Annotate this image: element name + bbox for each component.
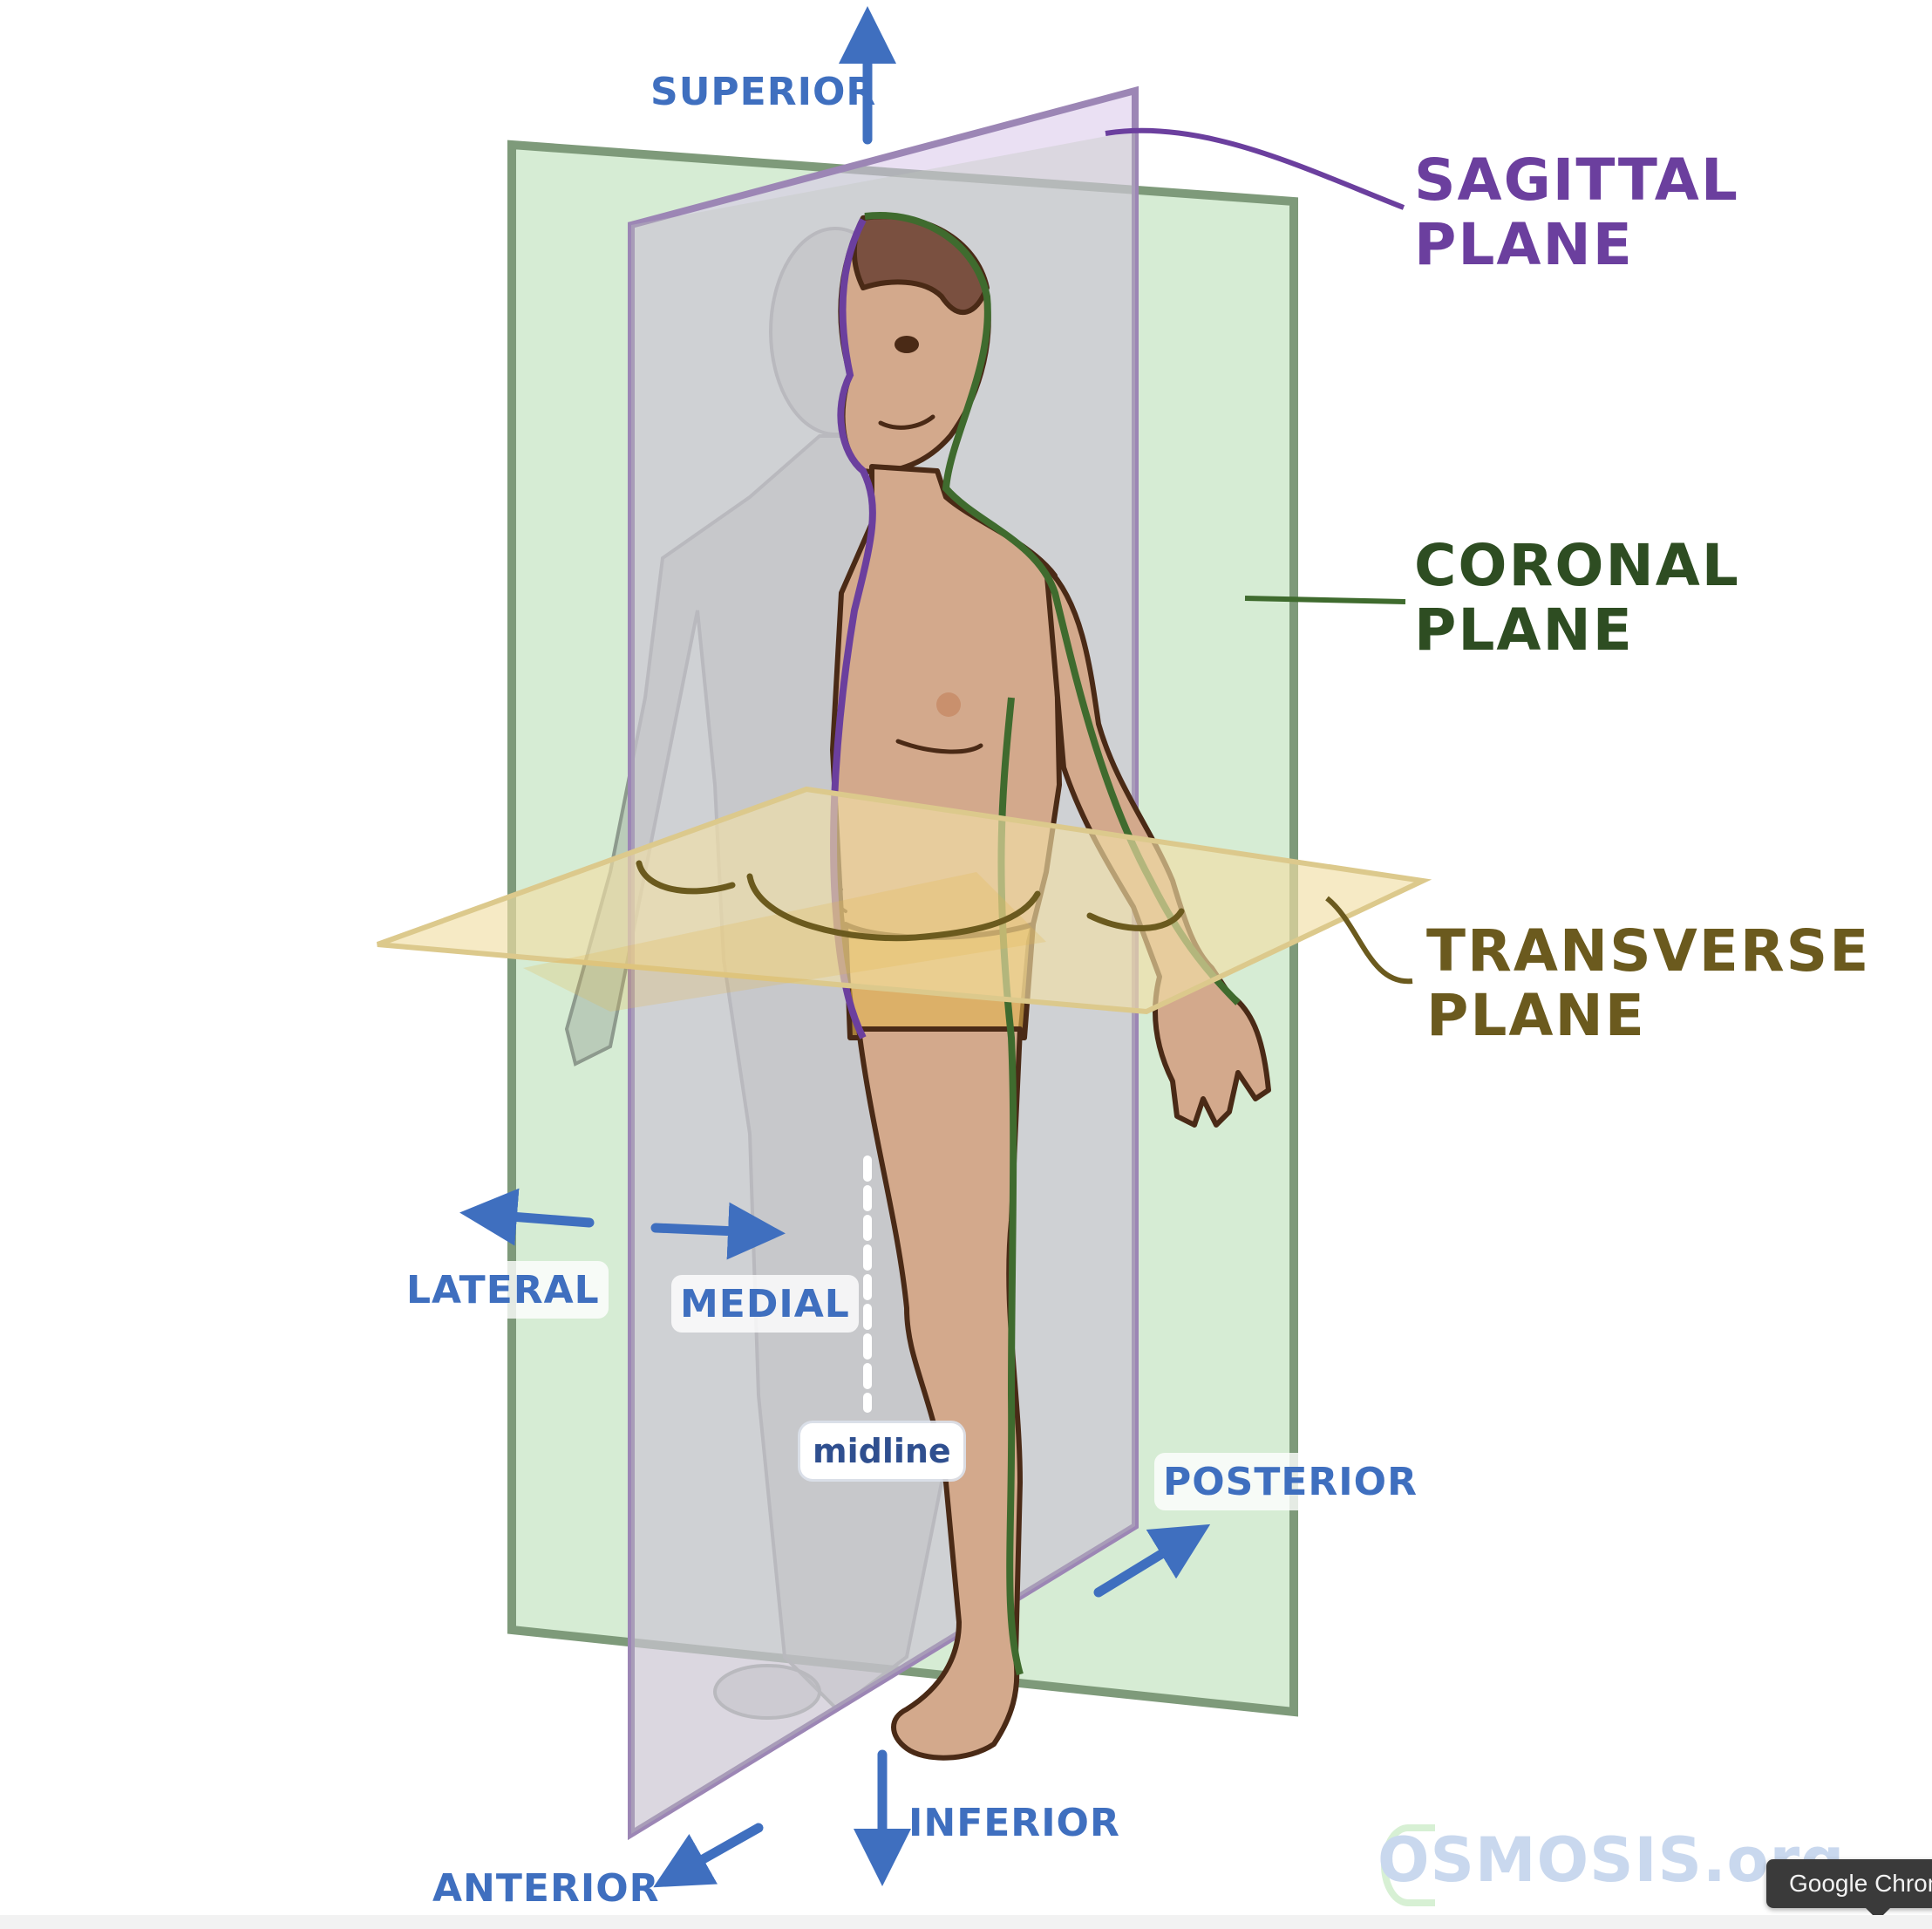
transverse-line2: PLANE <box>1426 982 1646 1049</box>
posterior-label: POSTERIOR <box>1154 1453 1426 1510</box>
brand-logo-icon <box>1381 1824 1435 1906</box>
midline-label: midline <box>800 1423 963 1479</box>
medial-label: MEDIAL <box>671 1275 859 1333</box>
coronal-leader-line <box>1244 596 1406 604</box>
sagittal-line1: SAGITTAL <box>1414 147 1739 214</box>
direction-arrows <box>459 6 1211 1888</box>
sagittal-leader-line <box>1105 127 1405 210</box>
coronal-line2: PLANE <box>1414 596 1634 664</box>
bottom-edge-bar <box>0 1915 1932 1929</box>
anterior-label: ANTERIOR <box>432 1866 660 1911</box>
transverse-line1: TRANSVERSE <box>1426 917 1871 985</box>
chrome-tooltip: Google Chrome <box>1766 1859 1932 1908</box>
transverse-plane <box>376 786 1432 1015</box>
transverse-plane-label: TRANSVERSE PLANE <box>1426 919 1870 1048</box>
sagittal-line2: PLANE <box>1414 211 1634 278</box>
inferior-label: INFERIOR <box>908 1801 1120 1845</box>
lateral-arrow <box>459 1188 595 1246</box>
medial-arrow <box>650 1202 786 1260</box>
transverse-cut-arcs <box>636 860 1185 942</box>
lateral-label: LATERAL <box>398 1261 609 1319</box>
sagittal-plane-label: SAGITTAL PLANE <box>1414 148 1739 277</box>
superior-label: SUPERIOR <box>650 70 877 114</box>
coronal-plane-label: CORONAL PLANE <box>1414 534 1740 663</box>
transverse-leader-line <box>1325 896 1413 985</box>
coronal-line1: CORONAL <box>1414 532 1740 599</box>
transverse-plane-overlap <box>523 872 1046 1012</box>
posterior-arrow <box>1093 1523 1211 1598</box>
anterior-arrow <box>653 1823 764 1888</box>
